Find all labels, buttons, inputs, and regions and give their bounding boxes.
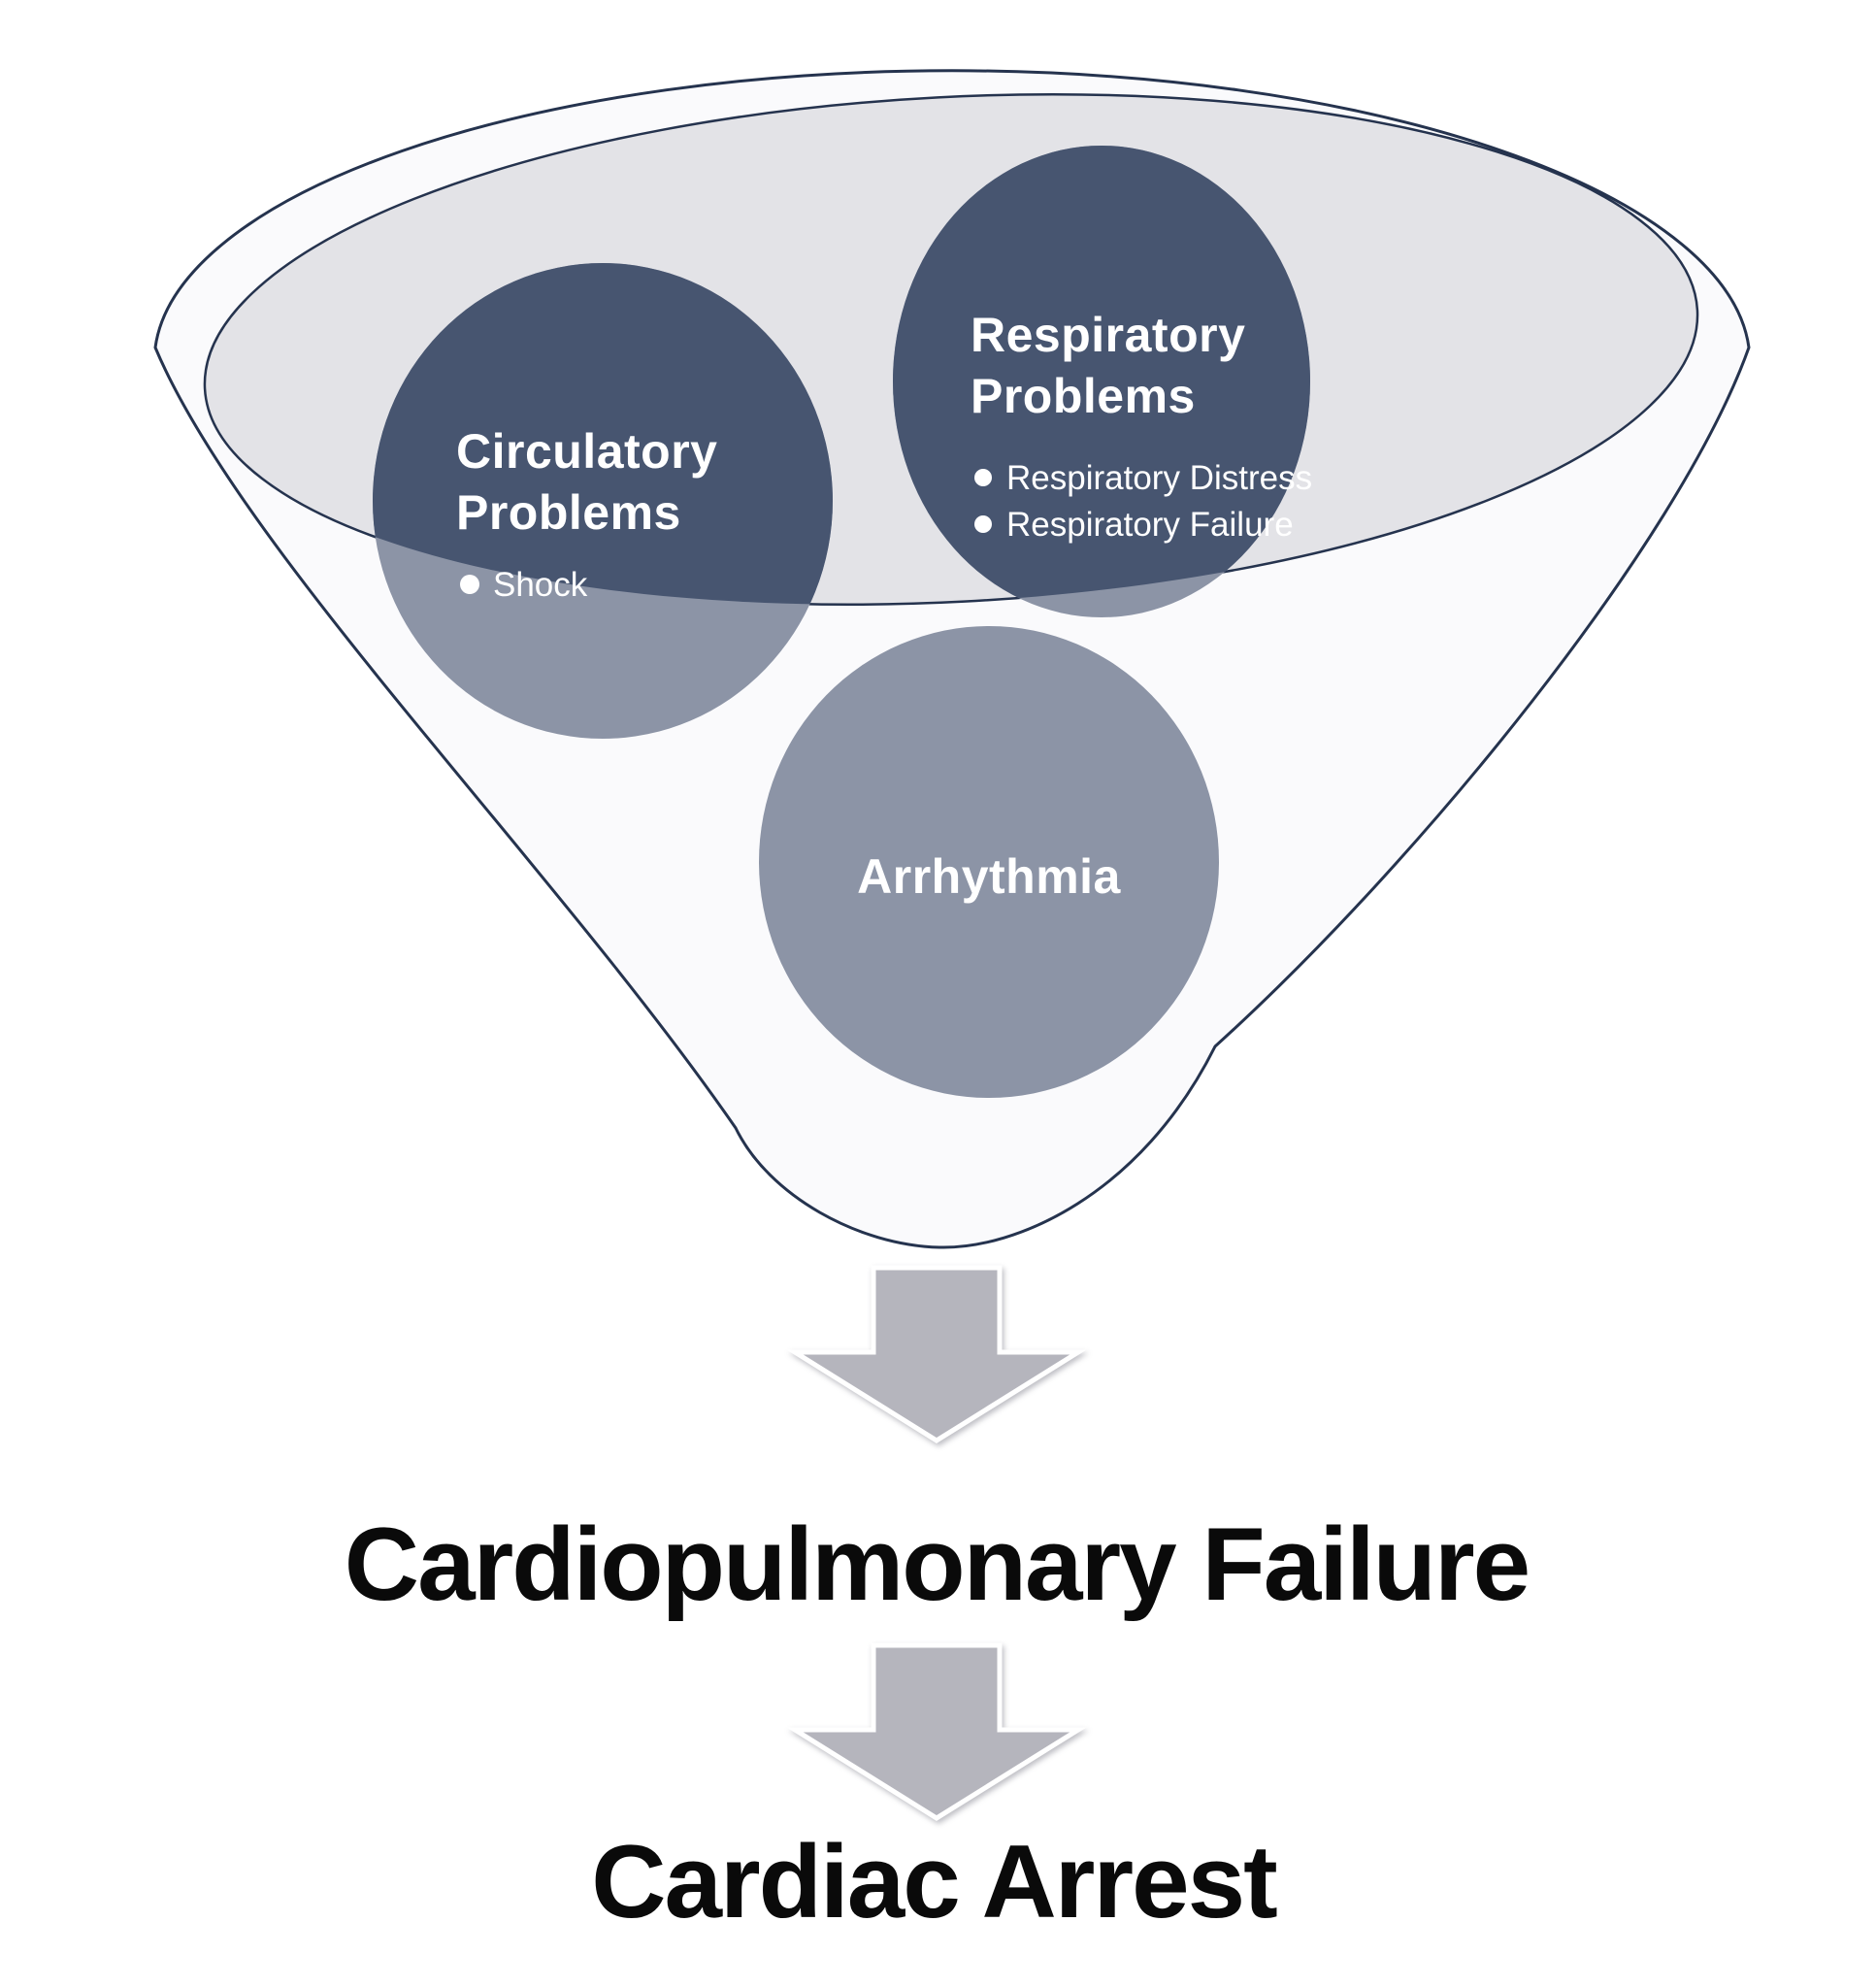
circulatory-title-line2: Problems bbox=[456, 485, 681, 540]
arrhythmia-label: Arrhythmia bbox=[857, 849, 1121, 904]
circulatory-problems-label-group: Circulatory Problems Shock bbox=[456, 424, 717, 604]
circulatory-bullet-shock: Shock bbox=[493, 566, 588, 604]
respiratory-circle-top bbox=[893, 146, 1310, 617]
respiratory-bullet-distress: Respiratory Distress bbox=[1006, 459, 1312, 497]
down-arrow-icon-2 bbox=[795, 1645, 1078, 1818]
respiratory-bullet-dot-1 bbox=[974, 469, 992, 486]
circulatory-title-line1: Circulatory bbox=[456, 424, 717, 479]
arrhythmia-circle bbox=[759, 626, 1219, 1098]
cardiopulmonary-failure-label: Cardiopulmonary Failure bbox=[345, 1506, 1529, 1622]
respiratory-problems-label-group: Respiratory Problems Respiratory Distres… bbox=[971, 308, 1312, 544]
down-arrow-icon-1 bbox=[795, 1268, 1078, 1441]
respiratory-title-line1: Respiratory bbox=[971, 308, 1245, 362]
respiratory-title-line2: Problems bbox=[971, 369, 1196, 423]
respiratory-bullet-dot-2 bbox=[974, 515, 992, 533]
respiratory-bullet-failure: Respiratory Failure bbox=[1006, 506, 1294, 544]
cardiac-arrest-label: Cardiac Arrest bbox=[591, 1823, 1277, 1939]
circulatory-bullet-dot bbox=[460, 575, 479, 594]
